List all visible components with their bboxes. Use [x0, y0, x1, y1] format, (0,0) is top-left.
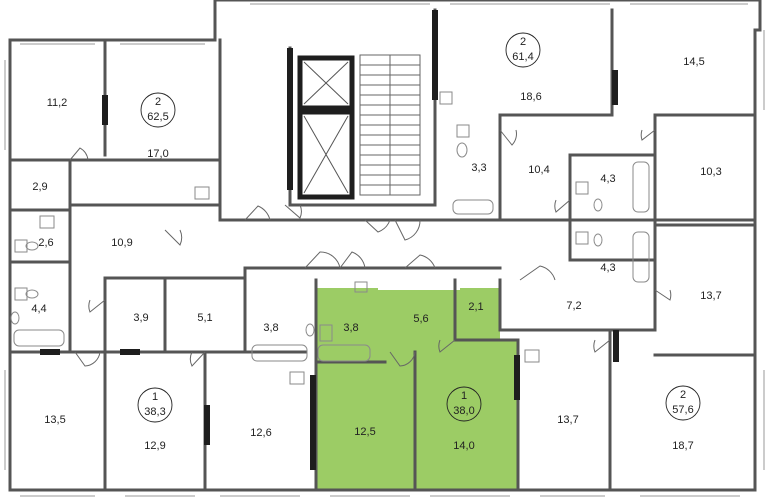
room-area: 5,6	[413, 313, 428, 325]
bathtub-icon	[251, 344, 308, 362]
sink-icon	[439, 91, 453, 105]
apartment-area: 38,0	[453, 405, 474, 417]
apartment-badge[interactable]: 2 57,6	[665, 385, 701, 421]
sink-icon	[14, 287, 28, 301]
apartment-area: 62,5	[147, 111, 168, 123]
room-area: 3,9	[133, 312, 148, 324]
room-area: 12,6	[250, 427, 271, 439]
room-area: 18,7	[672, 440, 693, 452]
walls	[8, 0, 762, 492]
apartment-rooms: 2	[680, 389, 686, 401]
room-area: 10,4	[528, 164, 549, 176]
room-area: 2,6	[38, 237, 53, 249]
sink-icon	[319, 324, 333, 342]
sink-icon	[39, 215, 55, 229]
apartment-badge[interactable]: 1 38,3	[137, 387, 173, 423]
toilet-icon	[25, 241, 39, 251]
room-area: 11,2	[47, 97, 68, 109]
door-swings	[69, 129, 672, 367]
sink-icon	[14, 239, 28, 253]
room-area: 14,5	[683, 56, 704, 68]
sink-icon	[289, 371, 305, 385]
apartment-rooms: 2	[520, 36, 526, 48]
apartment-badge[interactable]: 2 61,4	[505, 32, 541, 68]
apartment-rooms: 1	[152, 391, 158, 403]
apartment-badge[interactable]: 2 62,5	[140, 92, 176, 128]
room-area: 4,4	[31, 303, 46, 315]
sink-icon	[575, 181, 589, 195]
room-area: 5,1	[197, 312, 212, 324]
room-area: 13,5	[44, 414, 65, 426]
room-area: 7,2	[566, 300, 581, 312]
toilet-icon	[593, 233, 603, 247]
toilet-icon	[10, 311, 20, 325]
room-area: 13,7	[557, 414, 578, 426]
bathtub-icon	[632, 161, 650, 213]
room-area: 4,3	[600, 262, 615, 274]
toilet-icon	[456, 142, 468, 158]
sink-icon	[575, 231, 589, 245]
window-strips	[4, 3, 765, 497]
sink-icon	[456, 124, 470, 138]
room-area: 3,8	[343, 322, 358, 334]
room-area: 10,9	[111, 237, 132, 249]
room-area: 2,1	[468, 301, 483, 313]
bathtub-icon	[13, 329, 65, 347]
room-area: 10,3	[700, 166, 721, 178]
sink-icon	[194, 186, 210, 200]
apartment-area: 61,4	[512, 51, 533, 63]
apartment-rooms: 1	[461, 390, 467, 402]
room-area: 4,3	[600, 173, 615, 185]
toilet-icon	[593, 198, 603, 212]
apartment-rooms: 2	[155, 96, 161, 108]
fixtures	[10, 91, 650, 385]
apartment-area: 57,6	[672, 404, 693, 416]
room-area: 17,0	[147, 148, 168, 160]
sink-icon	[354, 281, 368, 293]
room-area: 12,5	[354, 426, 375, 438]
room-area: 2,9	[32, 181, 47, 193]
room-area: 14,0	[453, 440, 474, 452]
toilet-icon	[305, 323, 315, 337]
bathtub-icon	[452, 199, 494, 215]
apartment-area: 38,3	[144, 406, 165, 418]
room-labels: 11,2 17,0 2,9 2,6 10,9 4,4 18,6 14,5 3,3…	[31, 56, 721, 452]
apartment-badges: 2 62,5 2 61,4 1 38,3 1 38,0 2 57,6	[137, 32, 701, 423]
room-area: 12,9	[144, 440, 165, 452]
room-area: 18,6	[520, 91, 541, 103]
room-area: 13,7	[700, 290, 721, 302]
room-area: 3,3	[471, 162, 486, 174]
bathtub-icon	[317, 344, 371, 362]
staircase	[359, 54, 421, 196]
apartment-badge[interactable]: 1 38,0	[446, 386, 482, 422]
sink-icon	[524, 349, 540, 363]
heavy-walls	[40, 10, 619, 470]
room-area: 3,8	[263, 322, 278, 334]
toilet-icon	[25, 289, 39, 299]
bathtub-icon	[632, 231, 650, 283]
stair-core	[297, 54, 421, 200]
